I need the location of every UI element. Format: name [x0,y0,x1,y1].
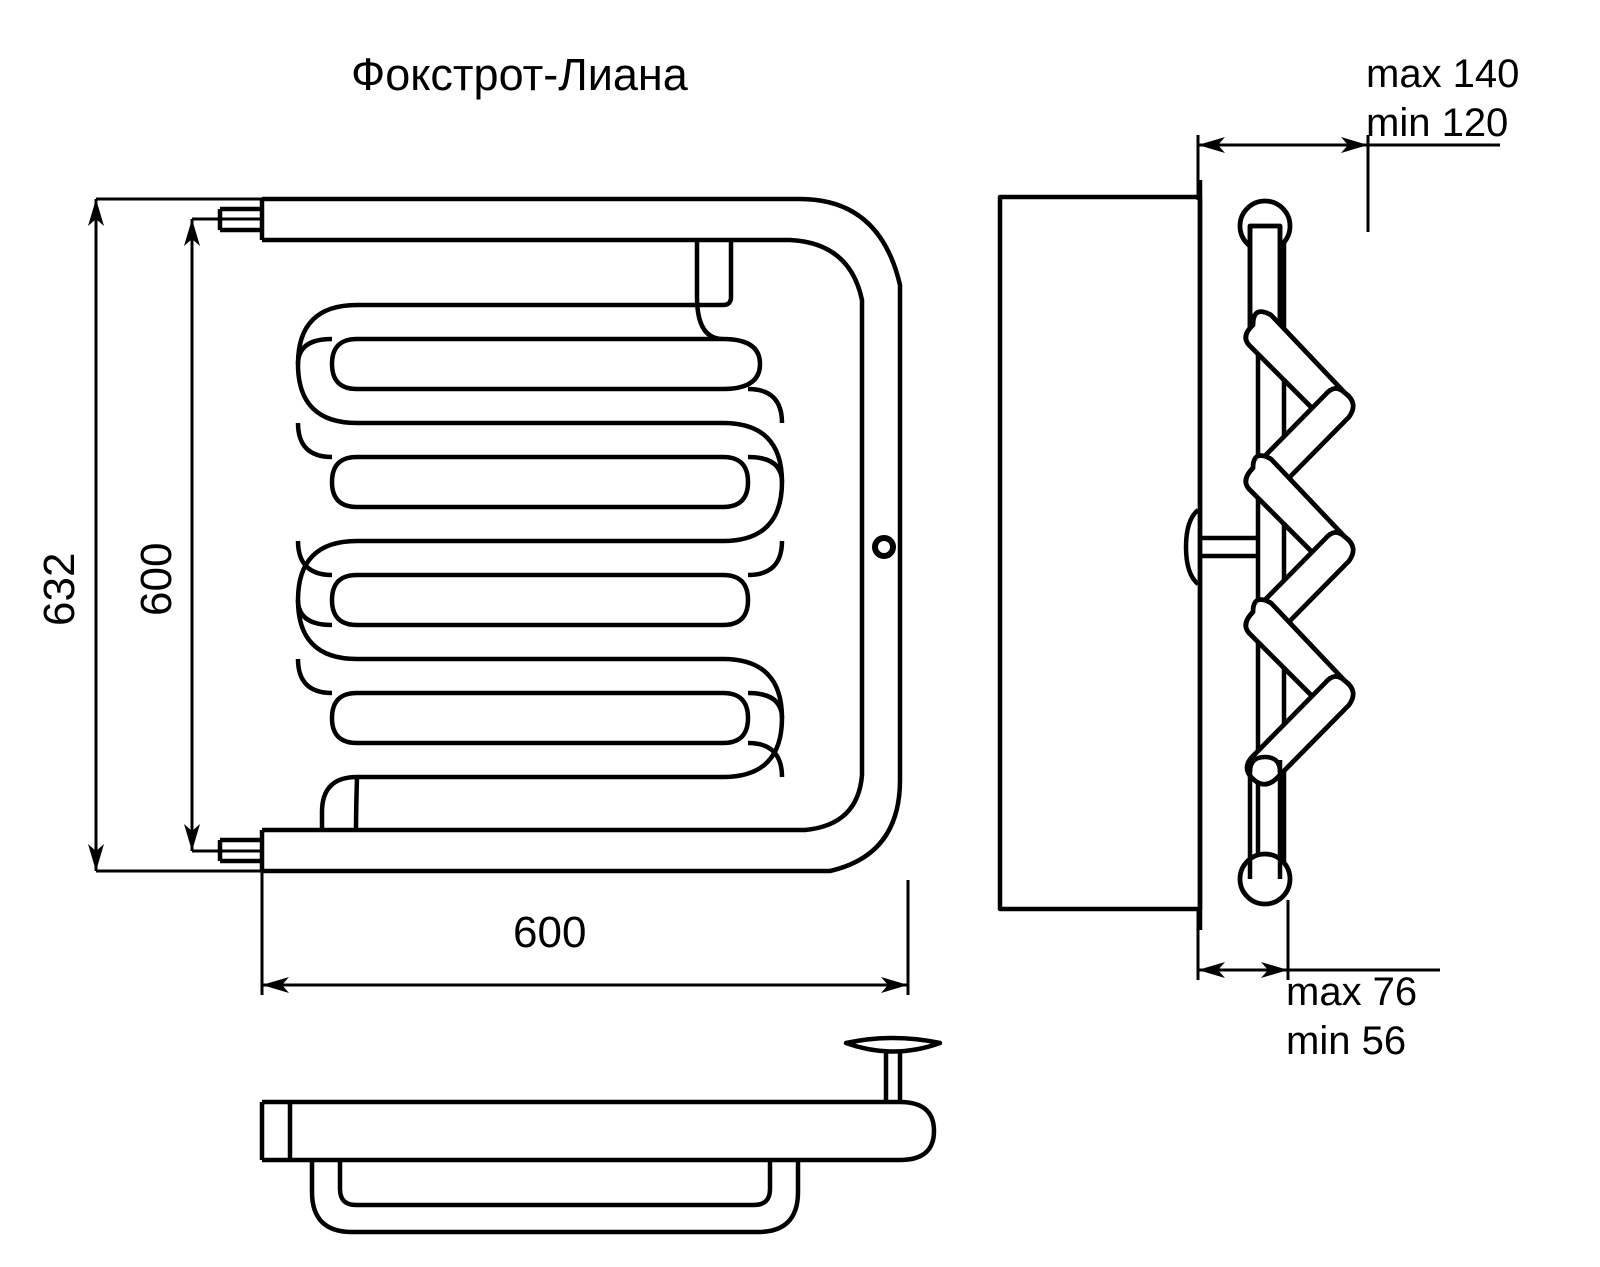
dim-600-width-group [260,871,910,995]
dim-label-arm-min: min 56 [1286,1019,1407,1063]
dim-label-depth-max: max 140 [1366,52,1520,96]
side-zigzag-arms [1243,309,1356,787]
front-serpentine-link-a [295,422,333,460]
wall-block [997,194,1203,912]
wall-bracket-icon [1183,508,1200,586]
dim-632-arrow-bottom [88,844,104,871]
page-title: Фокстрот-Лиана [351,49,688,100]
dim-632-group [88,197,262,873]
dim-label-depth-min: min 120 [1366,101,1509,145]
dim-label-arm-max: max 76 [1286,970,1418,1014]
front-serpentine-link-g [295,336,333,365]
front-serpentine-inner-contour-2 [329,454,751,510]
top-rail-body [262,1099,937,1163]
front-view-group [217,196,903,874]
side-bottom-arm-cap [1247,754,1283,773]
front-outer-tube-outer-edge [262,196,903,874]
side-bottom-cap [1237,851,1293,907]
top-view-group [259,1035,943,1235]
front-serpentine-link-d [747,690,785,719]
dim-arm-arrow-left [1198,962,1225,978]
front-serpentine-link-c [295,540,333,578]
dim-600w-arrow-left [262,977,289,993]
front-serpentine-inner-contour-3 [329,572,751,628]
top-loop-inner [337,1160,773,1208]
front-serpentine-link-f [747,540,785,578]
dim-label-inner-height: 600 [132,542,181,616]
dim-label-width: 600 [513,908,587,957]
front-serpentine-link-b [747,454,785,483]
dim-label-overall-height: 632 [35,552,84,626]
front-serpentine-inner-contour-1 [329,240,763,392]
front-serpentine-link-i [295,599,333,628]
front-serpentine-link-h [747,386,785,424]
dim-600h-arrow-bottom [184,824,200,851]
front-serpentine-link-e [295,658,333,696]
front-serpentine-link-j [747,740,785,778]
dim-depth-group [1196,135,1500,232]
side-arm-6 [1244,674,1356,787]
dim-depth-arrow-left [1198,137,1225,153]
mounting-hole-icon [872,535,896,559]
dim-arm-arrow-right [1261,962,1288,978]
side-view-group [997,180,1356,930]
dim-600h-arrow-top [184,219,200,246]
front-serpentine-outer-contour [295,240,785,830]
front-serpentine-tail-inner [353,776,360,831]
dim-600w-arrow-right [881,977,908,993]
front-serpentine-inner-contour-4 [329,690,751,746]
dim-632-arrow-top [88,199,104,226]
dim-arm-group [1196,900,1440,980]
t-fitting-icon [843,1035,943,1054]
dim-600-height-group [184,217,262,853]
front-outer-tube-inner-edge [262,237,865,833]
dim-depth-arrow-right [1341,137,1368,153]
top-loop-outer [309,1160,801,1235]
